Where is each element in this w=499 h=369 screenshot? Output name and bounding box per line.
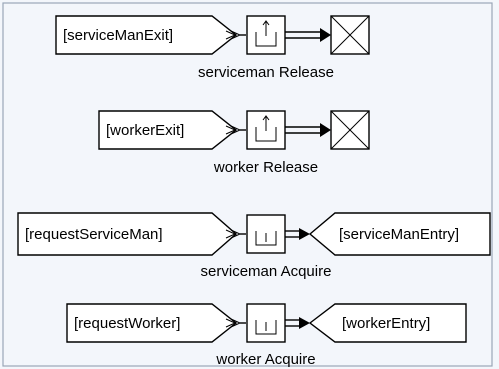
entity-line <box>285 317 310 329</box>
goto-block-worker-entry[interactable]: [workerEntry] <box>308 303 467 343</box>
goto-tag-label: [workerEntry] <box>342 315 430 332</box>
acquire-block[interactable]: worker Acquire <box>215 303 316 368</box>
entity-terminator-icon <box>330 15 370 55</box>
entity-terminator-block[interactable] <box>330 15 370 55</box>
block-caption: serviceman Acquire <box>201 263 332 280</box>
row-worker-release: [workerExit] worker Release <box>98 110 370 176</box>
entity-line <box>285 28 331 42</box>
signal-line <box>225 318 246 328</box>
block-caption: serviceman Release <box>198 64 334 81</box>
from-tag-label: [workerExit] <box>106 122 184 139</box>
from-block-serviceman-exit[interactable]: [serviceManExit] <box>55 15 238 55</box>
from-block-worker-exit[interactable]: [workerExit] <box>98 110 238 150</box>
from-tag-label: [requestWorker] <box>74 315 180 332</box>
signal-line <box>225 125 246 135</box>
release-icon <box>255 115 277 142</box>
release-block[interactable]: serviceman Release <box>198 15 334 81</box>
entity-terminator-block[interactable] <box>330 110 370 150</box>
entity-terminator-icon <box>330 110 370 150</box>
from-tag-label: [serviceManExit] <box>63 27 173 44</box>
signal-line <box>225 30 246 40</box>
release-block[interactable]: worker Release <box>213 110 318 176</box>
acquire-block[interactable]: serviceman Acquire <box>201 214 332 280</box>
acquire-icon <box>255 231 277 246</box>
row-serviceman-acquire: [requestServiceMan] serviceman Acquire [… <box>17 212 491 280</box>
row-worker-acquire: [requestWorker] worker Acquire [workerEn… <box>66 303 467 368</box>
block-caption: worker Release <box>213 159 318 176</box>
block-caption: worker Acquire <box>215 351 315 368</box>
goto-tag-label: [serviceManEntry] <box>339 226 459 243</box>
entity-line <box>285 123 331 137</box>
release-icon <box>255 20 277 47</box>
from-tag-label: [requestServiceMan] <box>25 226 163 243</box>
goto-block-serviceman-entry[interactable]: [serviceManEntry] <box>308 212 491 256</box>
from-block-request-worker[interactable]: [requestWorker] <box>66 303 238 343</box>
signal-line <box>225 229 246 239</box>
row-serviceman-release: [serviceManExit] serviceman Release <box>55 15 370 81</box>
from-block-request-serviceman[interactable]: [requestServiceMan] <box>17 212 238 256</box>
acquire-icon <box>255 320 277 335</box>
entity-line <box>285 228 310 240</box>
